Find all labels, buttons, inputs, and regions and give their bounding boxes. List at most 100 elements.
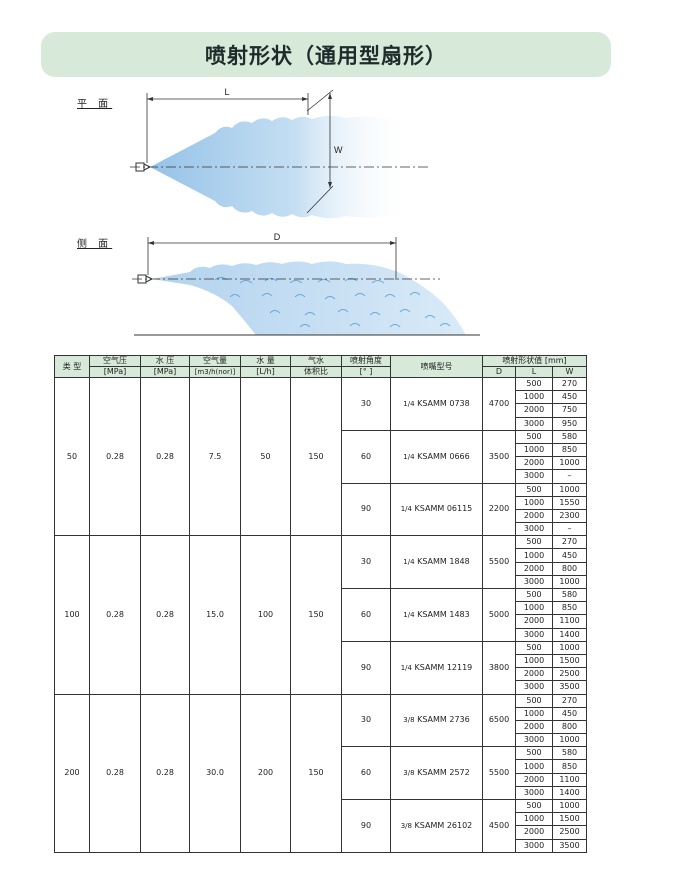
type-cell: 100	[54, 535, 90, 695]
angle-cell: 30	[341, 377, 391, 431]
dim-leader-bottom	[306, 185, 334, 214]
model-fraction: 1/4	[400, 505, 412, 514]
model-fraction: 1/4	[403, 399, 415, 408]
L-cell: 1000	[515, 442, 553, 458]
W-cell: 800	[552, 719, 587, 735]
type-cell: 200	[54, 693, 90, 853]
model-cell: 1/4 KSAMM 1483	[390, 588, 483, 642]
header-air-pressure-unit: [MPa]	[89, 366, 141, 378]
W-cell: 850	[552, 759, 587, 774]
W-cell: 1000	[552, 733, 587, 748]
W-cell: 3500	[552, 838, 587, 853]
L-cell: 3000	[515, 785, 553, 801]
W-cell: 850	[552, 601, 587, 616]
model-cell: 3/8 KSAMM 2572	[390, 746, 483, 800]
header-ratio-2: 体积比	[290, 366, 342, 378]
L-cell: 1000	[515, 759, 553, 774]
angle-cell: 90	[341, 640, 391, 695]
header-air-flow-unit: [m3/h(nor)]	[189, 366, 241, 378]
angle-cell: 60	[341, 746, 391, 800]
D-cell: 5500	[482, 746, 516, 800]
spray-diagram: L W D	[130, 87, 480, 336]
L-cell: 3000	[515, 522, 553, 537]
D-cell: 3500	[482, 429, 516, 484]
L-cell: 2000	[515, 614, 553, 629]
table-row: 3000–	[55, 522, 587, 537]
D-cell: 3800	[482, 640, 516, 695]
dim-leader-top	[306, 89, 334, 112]
model-fraction: 3/8	[403, 716, 415, 725]
W-cell: 450	[552, 390, 587, 405]
L-cell: 500	[515, 587, 553, 603]
model-fraction: 1/4	[400, 663, 412, 672]
water-flow-cell: 50	[240, 376, 291, 537]
title-banner: 喷射形状（通用型扇形）	[41, 32, 611, 77]
D-cell: 4500	[482, 799, 516, 853]
L-cell: 3000	[515, 838, 553, 853]
W-cell: 1000	[552, 456, 587, 471]
model-fraction: 1/4	[403, 558, 415, 567]
model-name: KSAMM 1848	[417, 557, 470, 567]
air-flow-cell: 30.0	[189, 693, 241, 853]
page-title: 喷射形状（通用型扇形）	[205, 43, 447, 68]
L-cell: 3000	[515, 733, 553, 748]
W-cell: 270	[552, 693, 587, 708]
W-cell: –	[552, 522, 587, 537]
L-cell: 1000	[515, 390, 553, 405]
W-cell: 1400	[552, 627, 587, 642]
angle-cell: 30	[341, 693, 391, 748]
header-D: D	[482, 366, 516, 378]
type-cell: 50	[54, 376, 90, 537]
header-air-pressure: 空气压	[89, 355, 141, 367]
ratio-cell: 150	[290, 693, 342, 853]
W-cell: 450	[552, 706, 587, 721]
model-name: KSAMM 06115	[414, 504, 473, 514]
L-cell: 500	[515, 482, 553, 497]
L-cell: 500	[515, 693, 553, 708]
header-angle-unit: [° ]	[341, 366, 391, 378]
W-cell: 1000	[552, 640, 587, 655]
angle-cell: 90	[341, 482, 391, 537]
header-model: 喷嘴型号	[390, 355, 483, 378]
W-cell: 580	[552, 429, 587, 444]
W-cell: 270	[552, 535, 587, 550]
dim-label-W: W	[334, 145, 343, 155]
air-pressure-cell: 0.28	[89, 376, 141, 537]
water-flow-cell: 200	[240, 693, 291, 853]
W-cell: 580	[552, 587, 587, 603]
L-cell: 500	[515, 746, 553, 761]
model-name: KSAMM 0738	[417, 398, 470, 408]
D-cell: 5000	[482, 588, 516, 642]
header-W: W	[552, 366, 587, 378]
side-view-spray	[152, 261, 466, 335]
W-cell: 1000	[552, 482, 587, 497]
W-cell: –	[552, 469, 587, 484]
side-view-label: 侧 面	[77, 239, 113, 250]
air-flow-cell: 7.5	[189, 376, 241, 537]
W-cell: 950	[552, 416, 587, 431]
header-water-pressure-unit: [MPa]	[140, 366, 190, 378]
model-name: KSAMM 26102	[414, 820, 473, 830]
L-cell: 3000	[515, 416, 553, 431]
W-cell: 1500	[552, 812, 587, 827]
W-cell: 1550	[552, 495, 587, 510]
air-pressure-cell: 0.28	[89, 535, 141, 695]
ratio-cell: 150	[290, 535, 342, 695]
L-cell: 2000	[515, 508, 553, 524]
D-cell: 4700	[482, 377, 516, 431]
angle-cell: 60	[341, 429, 391, 484]
L-cell: 1000	[515, 653, 553, 669]
